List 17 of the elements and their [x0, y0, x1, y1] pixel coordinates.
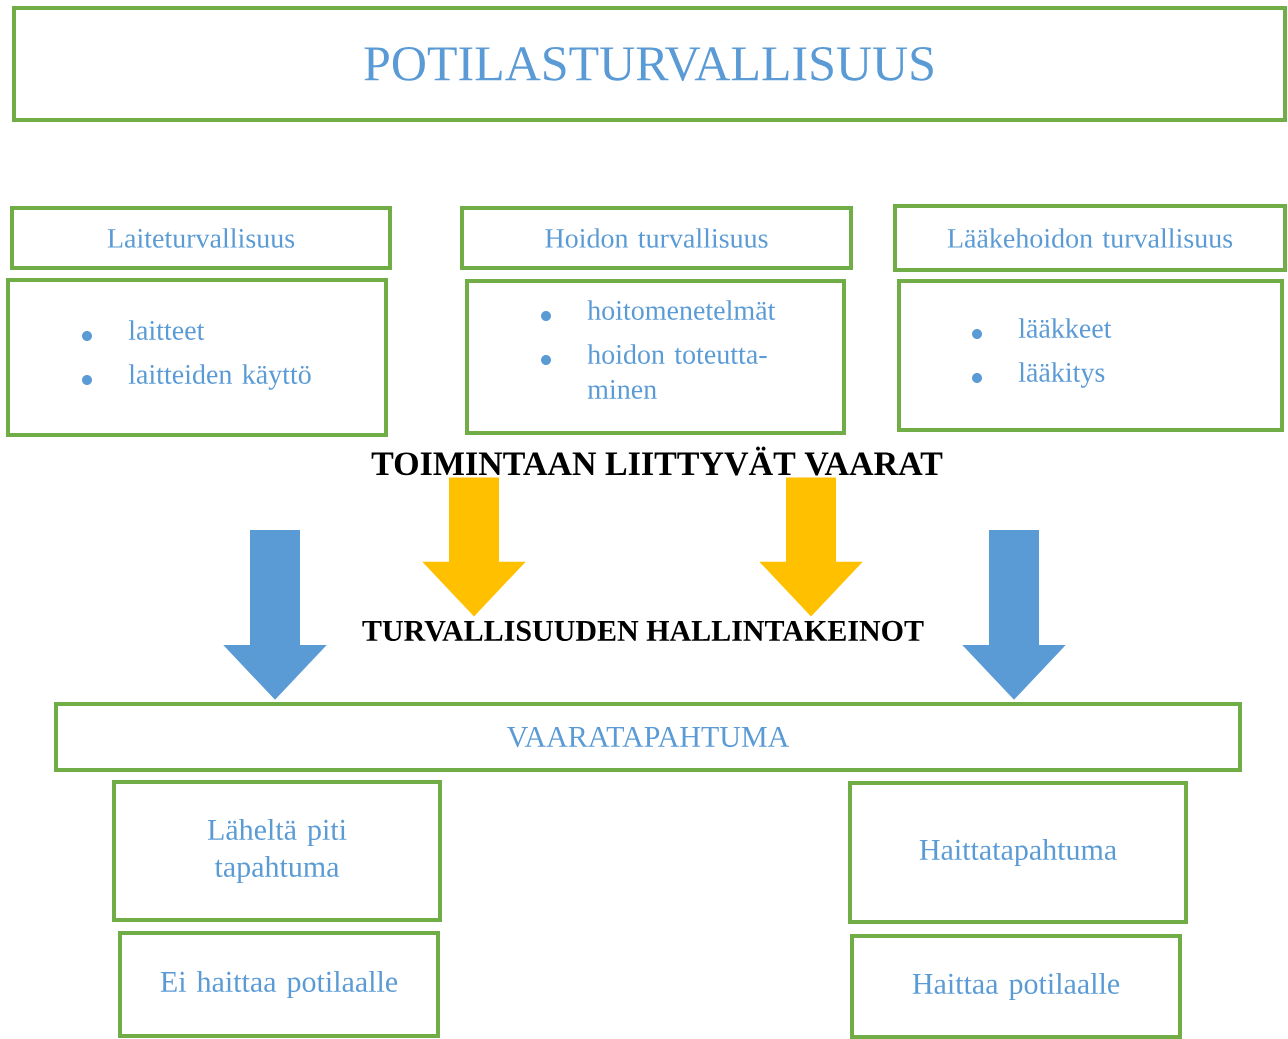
text-box: POTILASTURVALLISUUS [12, 6, 1287, 122]
heading: TURVALLISUUDEN HALLINTAKEINOT [362, 620, 924, 642]
list-item: laitteet [128, 320, 205, 340]
text-box: Ei haittaa potilaalle [118, 931, 440, 1038]
text-box: Läheltä piti tapahtuma [112, 780, 442, 922]
list-item: lääkitys [1018, 362, 1105, 388]
text-box: Hoidon turvallisuus [460, 206, 853, 270]
text-box: VAARATAPAHTUMA [54, 702, 1242, 772]
text-box: Laiteturvallisuus [10, 206, 392, 270]
heading: TOIMINTAAN LIITTYVÄT VAARAT [371, 446, 943, 476]
list-item: laitteiden käyttö [128, 364, 311, 390]
text-box: Haittatapahtuma [848, 781, 1188, 924]
text-box: Lääkehoidon turvallisuus [893, 204, 1287, 272]
list-item: hoitomenetelmät [587, 300, 776, 320]
text-box: Haittaa potilaalle [850, 934, 1182, 1039]
list-item: hoidon toteutta- minen [587, 344, 767, 399]
list-item: lääkkeet [1018, 318, 1112, 338]
